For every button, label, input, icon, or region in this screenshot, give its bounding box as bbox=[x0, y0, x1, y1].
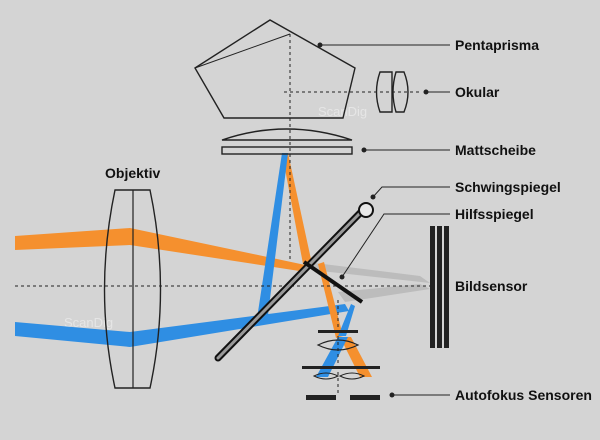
leader-lines bbox=[320, 44, 450, 396]
af-field-lens-bar bbox=[318, 330, 358, 333]
label-pentaprisma: Pentaprisma bbox=[455, 37, 539, 53]
label-autofokus: Autofokus Sensoren bbox=[455, 387, 592, 403]
condenser-lens bbox=[221, 128, 353, 141]
eyepiece-lens-1 bbox=[375, 71, 393, 113]
sub-mirror bbox=[302, 260, 364, 304]
gray-beam-upper bbox=[307, 262, 430, 283]
pentaprism-inner-line bbox=[194, 33, 291, 69]
label-mattscheibe: Mattscheibe bbox=[455, 142, 536, 158]
af-sensor-left bbox=[306, 395, 336, 400]
orange-beam-up bbox=[282, 153, 312, 264]
pentaprism-shape bbox=[194, 19, 356, 119]
leader-schwingspiegel bbox=[372, 186, 450, 198]
af-separator-bar bbox=[302, 366, 380, 369]
blue-beam-down bbox=[338, 304, 355, 336]
main-mirror-inner bbox=[216, 209, 364, 360]
blue-beam-af bbox=[316, 337, 348, 377]
focusing-screen bbox=[221, 146, 353, 155]
af-sensor-right bbox=[350, 395, 380, 400]
af-lens bbox=[316, 339, 360, 351]
orange-beam-down bbox=[318, 262, 343, 338]
mirror-pivot bbox=[358, 202, 374, 218]
gray-beam-lower bbox=[338, 284, 430, 302]
orange-beam-input bbox=[15, 228, 310, 272]
blue-beam-input bbox=[15, 304, 349, 347]
af-separator-lens-left bbox=[312, 372, 340, 380]
af-separator-lens-right bbox=[338, 372, 366, 380]
image-sensor-layer-3 bbox=[444, 226, 449, 348]
leader-hilfsspiegel bbox=[341, 213, 450, 278]
eyepiece-lens-2 bbox=[392, 71, 409, 113]
leader-dots bbox=[317, 42, 429, 398]
label-bildsensor: Bildsensor bbox=[455, 278, 528, 294]
watermark-bottom: ScanDig bbox=[64, 315, 113, 330]
image-sensor-layer-2 bbox=[437, 226, 442, 348]
image-sensor-layer-1 bbox=[430, 226, 435, 348]
label-okular: Okular bbox=[455, 84, 500, 100]
label-hilfsspiegel: Hilfsspiegel bbox=[455, 206, 534, 222]
blue-beam-up bbox=[258, 153, 288, 315]
label-schwingspiegel: Schwingspiegel bbox=[455, 179, 561, 195]
label-objektiv: Objektiv bbox=[105, 165, 160, 181]
objective-lens bbox=[103, 189, 162, 389]
watermark-top: ScanDig bbox=[318, 104, 367, 119]
